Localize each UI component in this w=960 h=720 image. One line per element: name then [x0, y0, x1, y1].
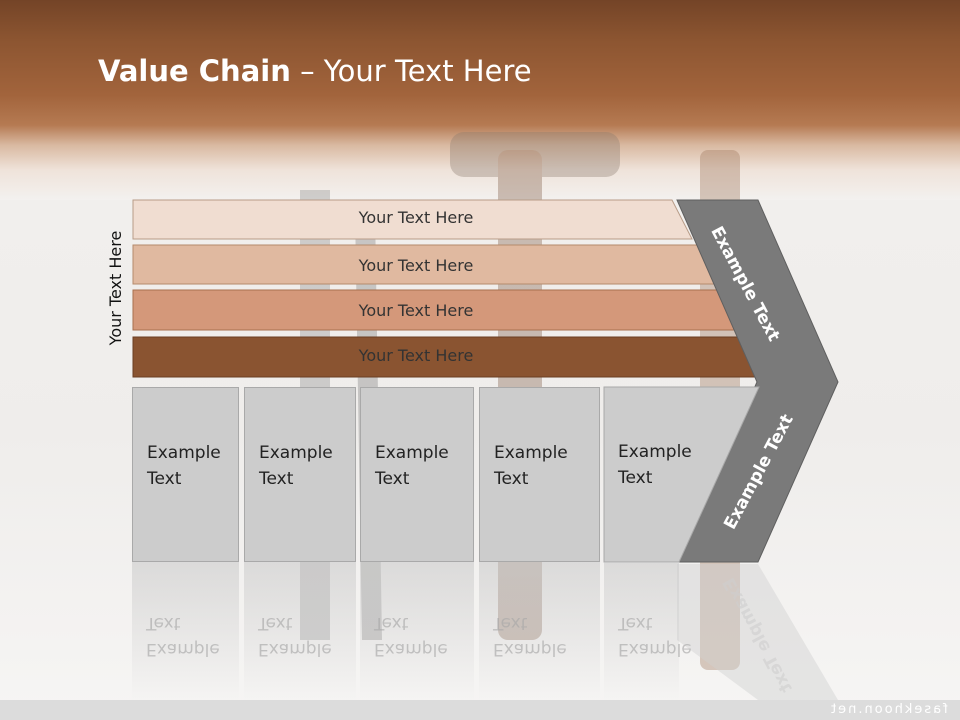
activity-box-4: Example Text	[479, 387, 600, 562]
activity-box-4-text: Example Text	[494, 443, 568, 489]
reflection-text-2: Example Text	[258, 613, 332, 659]
title-bold: Value Chain	[98, 54, 291, 88]
hammer-head	[450, 132, 620, 177]
activity-box-1-text: Example Text	[147, 443, 221, 489]
title-rest: – Your Text Here	[290, 54, 532, 88]
footer-watermark: fasekhoon.net	[829, 702, 948, 717]
activity-box-3: Example Text	[360, 387, 474, 562]
bar-4-label: Your Text Here	[358, 346, 474, 365]
activity-box-2: Example Text	[244, 387, 356, 562]
activity-box-5-text: Example Text	[618, 442, 692, 488]
activity-box-3-reflection: Example Text	[360, 562, 474, 702]
activity-box-5-reflection: Example Text	[604, 562, 692, 702]
activity-box-5	[603, 386, 760, 563]
activity-box-1-reflection: Example Text	[132, 562, 239, 702]
header-band	[0, 0, 960, 200]
bar-1-label: Your Text Here	[358, 208, 474, 227]
reflection-text-5: Example Text	[618, 613, 692, 659]
chevron-reflection	[677, 564, 838, 700]
page-title: Value Chain – Your Text Here	[98, 54, 532, 88]
reflection-text-3: Example Text	[374, 613, 448, 659]
footer-bar: fasekhoon.net	[0, 700, 960, 720]
activity-box-2-reflection: Example Text	[244, 562, 356, 702]
reflection-text-4: Example Text	[493, 613, 567, 659]
bar-3-label: Your Text Here	[358, 301, 474, 320]
activity-box-1: Example Text	[132, 387, 239, 562]
reflection-text-1: Example Text	[146, 613, 220, 659]
activity-box-3-text: Example Text	[375, 443, 449, 489]
bar-1	[132, 199, 693, 240]
activity-box-2-text: Example Text	[259, 443, 333, 489]
activity-box-4-reflection: Example Text	[479, 562, 600, 702]
bar-2-label: Your Text Here	[358, 256, 474, 275]
